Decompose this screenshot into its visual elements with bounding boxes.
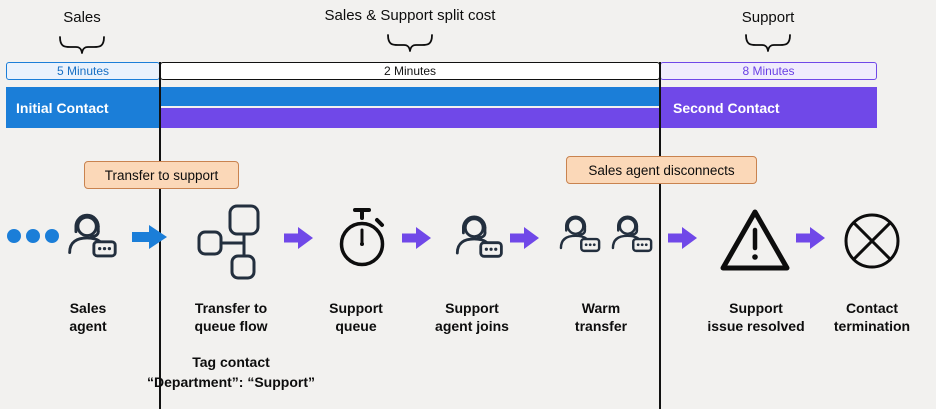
flow-arrow-icon [402, 227, 431, 249]
duration-box-5min: 5 Minutes [6, 62, 160, 80]
step-label-line: Support [329, 300, 383, 316]
step-label-line: queue [335, 318, 377, 335]
tag-contact-value: “Department”: “Support” [147, 374, 315, 391]
step-label-support-agent-joins: Support agent joins [422, 299, 522, 335]
step-label-line: Transfer to [194, 300, 268, 316]
dual-agents-icon [552, 209, 656, 261]
headset-agent-icon [455, 215, 503, 258]
segment-divider-right [659, 62, 661, 409]
callout-sales-agent-disconnects: Sales agent disconnects [566, 156, 757, 184]
second-contact-label: Second Contact [673, 99, 780, 116]
brace-icon [387, 34, 433, 52]
flow-arrow-icon [510, 227, 539, 249]
step-label-warm-transfer: Warm transfer [561, 299, 641, 335]
queue-flow-icon [197, 204, 260, 280]
step-label-line: Support [729, 300, 783, 316]
flow-arrow-icon [284, 227, 313, 249]
headset-agent-icon [559, 215, 601, 253]
step-label-support-issue-resolved: Support issue resolved [696, 299, 816, 335]
initial-contact-label: Initial Contact [16, 99, 109, 116]
step-label-line: agent [69, 318, 107, 335]
brace-icon [59, 36, 105, 54]
warning-triangle-icon [720, 209, 790, 271]
step-label-line: issue resolved [707, 318, 805, 335]
flow-arrow-icon [668, 227, 697, 249]
step-label-line: Warm [581, 300, 621, 316]
tag-contact-title: Tag contact [192, 354, 270, 370]
duration-box-8min: 8 Minutes [660, 62, 877, 80]
phase-label-split-cost: Sales & Support split cost [324, 7, 496, 24]
step-label-sales-agent: Sales agent [56, 299, 120, 335]
step-label-line: Contact [845, 300, 899, 316]
brace-icon [745, 34, 791, 52]
second-contact-bar: Second Contact [660, 87, 877, 128]
duration-box-2min: 2 Minutes [160, 62, 660, 80]
stopwatch-icon [339, 208, 385, 267]
step-label-transfer-queue-flow: Transfer to queue flow [181, 299, 281, 335]
initial-contact-bar: Initial Contact [6, 87, 160, 128]
phase-label-support: Support [741, 9, 795, 26]
headset-agent-icon [68, 213, 117, 258]
tag-contact-note: Tag contact “Department”: “Support” [121, 352, 341, 393]
phase-label-sales: Sales [63, 9, 101, 26]
second-contact-extension-bar [160, 108, 660, 128]
flow-arrow-icon [132, 225, 167, 249]
headset-agent-icon [611, 215, 653, 253]
step-label-line: Support [445, 300, 499, 316]
callout-transfer-to-support: Transfer to support [84, 161, 239, 189]
step-label-support-queue: Support queue [316, 299, 396, 335]
ellipsis-icon [7, 229, 59, 243]
step-label-line: termination [833, 318, 911, 335]
step-label-line: Sales [69, 300, 107, 316]
flow-arrow-icon [796, 227, 825, 249]
circle-x-icon [844, 213, 900, 269]
step-label-line: transfer [574, 318, 628, 335]
step-label-contact-termination: Contact termination [812, 299, 932, 335]
step-label-line: agent joins [435, 318, 509, 335]
initial-contact-extension-bar [160, 87, 660, 106]
step-label-line: queue flow [194, 318, 268, 335]
